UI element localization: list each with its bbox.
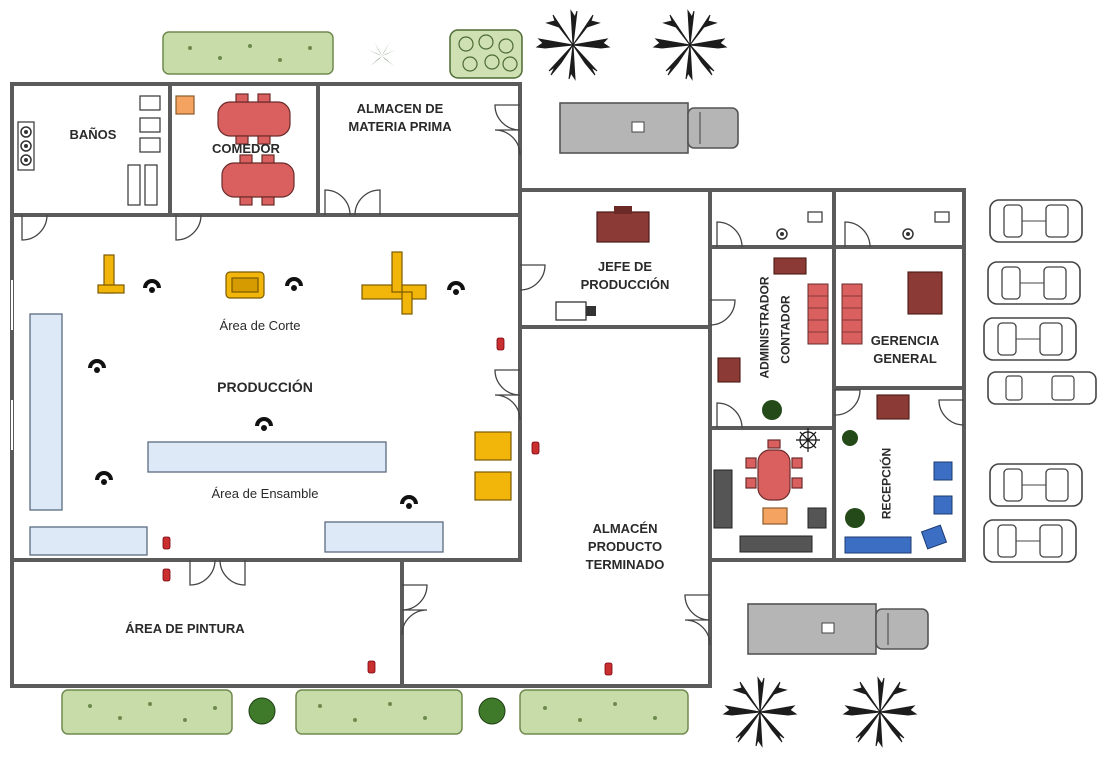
room-label-almacen-producto-terminado: ALMACÉN PRODUCTO TERMINADO xyxy=(585,521,665,572)
shelf-icon xyxy=(713,469,827,553)
machine-icon xyxy=(474,431,512,501)
desk-icon xyxy=(555,206,650,321)
plant-icon xyxy=(796,428,820,452)
room-label-contador: CONTADOR xyxy=(778,295,793,364)
palm-tree-icon xyxy=(843,677,917,747)
palm-tree-icon xyxy=(723,677,797,747)
car-icon xyxy=(983,317,1077,361)
hedge-icon xyxy=(162,31,334,75)
plant-icon xyxy=(248,697,506,725)
chair-icon xyxy=(844,461,953,554)
room-label-gerencia-general: GERENCIA GENERAL xyxy=(870,333,940,366)
dining-table-icon xyxy=(745,439,803,501)
palm-tree-icon xyxy=(536,10,610,80)
room-label-almacen-materia-prima: ALMACEN DE MATERIA PRIMA xyxy=(348,101,452,134)
room-label-area-pintura: ÁREA DE PINTURA xyxy=(125,621,245,636)
door-icon xyxy=(21,104,965,646)
walls xyxy=(10,82,966,688)
car-icon xyxy=(987,371,1097,405)
car-icon xyxy=(989,199,1083,243)
workbench xyxy=(29,313,444,556)
shrub-icon xyxy=(449,29,523,79)
hedge-icon xyxy=(61,689,689,735)
palm-tree-icon xyxy=(653,10,727,80)
room-label-produccion: PRODUCCIÓN xyxy=(217,379,313,395)
shelf-icon xyxy=(807,283,863,345)
room-label-banos: BAÑOS xyxy=(69,127,117,142)
truck-icon xyxy=(747,603,929,655)
toilets xyxy=(17,95,161,206)
machine-icon xyxy=(97,251,427,315)
car-icon xyxy=(983,519,1077,563)
desk-icon xyxy=(717,257,943,420)
car-icon xyxy=(987,261,1081,305)
dining-table-icon xyxy=(175,93,295,206)
room-label-administrador: ADMINISTRADOR xyxy=(757,276,772,379)
zone-label-area-ensamble: Área de Ensamble xyxy=(211,486,319,501)
plant-icon xyxy=(368,42,396,66)
plant-icon xyxy=(762,400,865,528)
room-label-jefe-produccion: JEFE DE PRODUCCIÓN xyxy=(580,259,670,292)
truck-icon xyxy=(559,102,739,154)
zone-label-area-corte: Área de Corte xyxy=(219,318,301,333)
room-label-recepcion: RECEPCIÓN xyxy=(879,447,894,520)
room-label-comedor: COMEDOR xyxy=(212,141,280,156)
office-bathrooms xyxy=(776,211,950,240)
car-icon xyxy=(989,463,1083,507)
